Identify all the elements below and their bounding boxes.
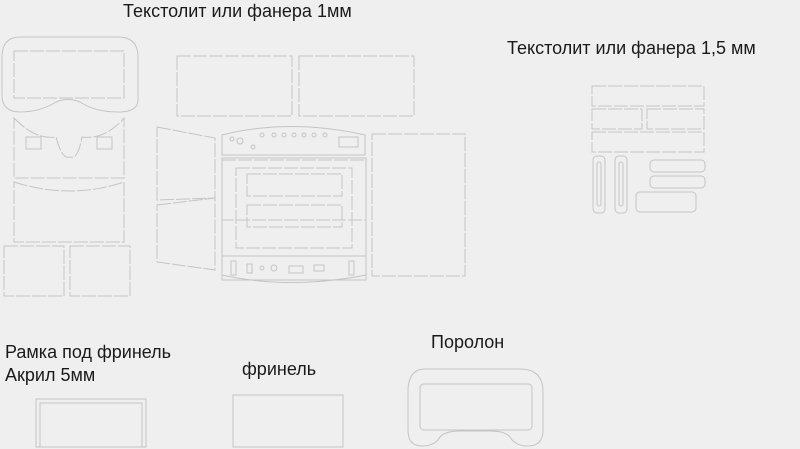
vent-right (96, 136, 113, 150)
top-panel-2 (298, 55, 415, 117)
goggle-front-part (1, 36, 139, 113)
inner-frame (235, 167, 353, 249)
screen-slot-2 (246, 204, 343, 228)
label-foam: Поролон (431, 332, 505, 352)
side-panel-1 (3, 245, 65, 297)
main-frame-outer (221, 157, 367, 281)
main-frame (221, 159, 367, 221)
top-panel-1 (176, 55, 293, 117)
wing-upper (156, 126, 216, 201)
back-panel (371, 133, 466, 277)
face-part-1 (13, 116, 125, 179)
connector-panel (221, 255, 367, 283)
label-acrylic: Акрил 5мм (5, 365, 96, 385)
goggle-window (13, 50, 125, 99)
side-panel-2 (69, 245, 131, 297)
wing-lower (156, 197, 216, 271)
label-frame: Рамка под фринель (5, 342, 172, 362)
acrylic-frame (35, 398, 147, 448)
face-part-2 (13, 181, 125, 243)
foam-piece (407, 368, 544, 447)
label-textolite-1-5mm: Текстолит или фанера 1,5 мм (507, 38, 756, 58)
vent-left (25, 136, 42, 150)
label-fresnel: фринель (242, 359, 317, 379)
fresnel-lens (232, 394, 344, 448)
control-panel-top (221, 126, 366, 156)
label-textolite-1mm: Текстолит или фанера 1мм (123, 1, 352, 21)
screen-slot-1 (246, 173, 343, 197)
